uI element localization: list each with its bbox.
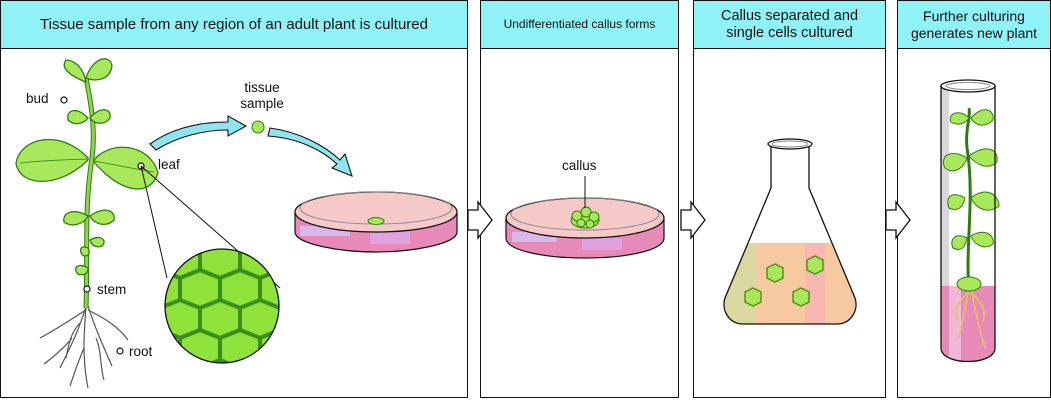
label-bud: bud [26,91,49,106]
panel-single-cells: Callus separated and single cells cultur… [693,0,886,398]
plant-illustration [15,58,458,389]
plantlet-leaves [943,109,1000,292]
flask-illustration [723,138,857,325]
label-root: root [129,344,153,359]
label-tissue-sample: tissue sample [240,80,284,112]
step-arrow-3 [885,200,911,240]
step-arrow-1 [467,200,493,240]
leaves [15,58,159,276]
callus-mass [570,206,600,229]
panel-2-title: Undifferentiated callus forms [481,1,678,49]
test-tube-illustration [940,79,1000,363]
step-arrow-2 [680,200,706,240]
single-cells [744,255,824,307]
curved-arrows [149,115,353,177]
panel-callus-forms: Undifferentiated callus forms [480,0,679,398]
label-callus: callus [562,158,597,173]
panel-4-title: Further culturing generates new plant [898,1,1050,49]
panel-1-title: Tissue sample from any region of an adul… [1,1,467,49]
label-leaf: leaf [158,157,180,172]
label-stem: stem [97,282,127,297]
leaf-cells [165,249,279,363]
roots [39,305,129,389]
panel-3-title: Callus separated and single cells cultur… [694,1,885,49]
callus-dish-illustration [505,176,665,259]
petri-dish-1 [294,191,458,253]
